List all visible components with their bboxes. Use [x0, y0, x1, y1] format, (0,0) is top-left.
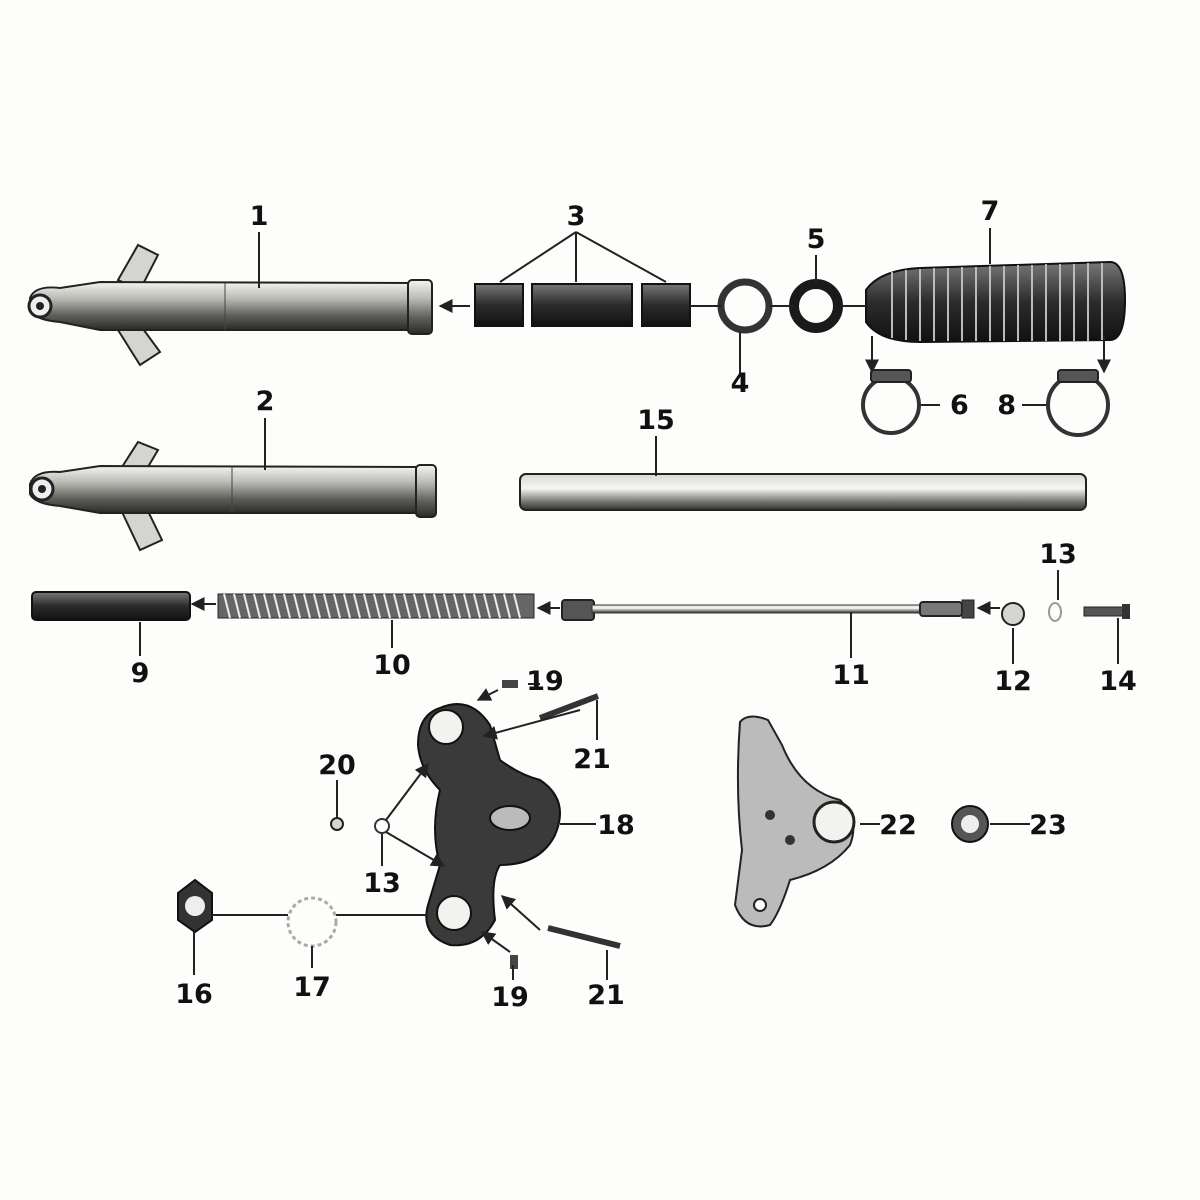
label-3: 3 [567, 201, 586, 232]
part-20-grease-nipple [330, 817, 344, 831]
part-4-washer [717, 278, 773, 334]
part-7-fork-gaiter [865, 260, 1127, 344]
part-2-lower-fork-leg [29, 440, 437, 552]
label-5: 5 [807, 224, 826, 255]
label-7: 7 [981, 196, 1000, 227]
part-14-bolt [1083, 604, 1130, 619]
label-18: 18 [597, 810, 635, 841]
part-9-damper-cylinder [31, 591, 191, 621]
label-19-top: 19 [526, 666, 564, 697]
label-13-yoke: 13 [363, 868, 401, 899]
label-4: 4 [731, 368, 750, 399]
label-9: 9 [131, 658, 150, 689]
leader-lines [139, 228, 1119, 980]
part-12-nut [1001, 602, 1025, 626]
label-15: 15 [637, 405, 675, 436]
label-12: 12 [994, 666, 1032, 697]
label-8: 8 [997, 390, 1016, 421]
part-22-fork-bracket [733, 715, 856, 928]
part-13-ball [374, 818, 390, 834]
label-1: 1 [250, 201, 269, 232]
label-21-bottom: 21 [587, 980, 625, 1011]
part-16-steering-nut [177, 878, 213, 934]
label-14: 14 [1099, 666, 1137, 697]
part-23-stem-nut [951, 805, 989, 843]
part-21-pinch-bolt-lower [547, 925, 621, 949]
part-6-clamp [861, 369, 921, 435]
label-22: 22 [879, 810, 917, 841]
part-13-small-washer [1048, 602, 1062, 622]
label-17: 17 [293, 972, 331, 1003]
part-19-screw-lower [510, 955, 518, 969]
part-11-damper-rod [561, 599, 975, 621]
part-15-fork-stanchion [519, 473, 1087, 511]
label-21-top: 21 [573, 744, 611, 775]
part-21-pinch-bolt-upper [538, 693, 600, 721]
part-8-clamp [1046, 369, 1110, 437]
label-16: 16 [175, 979, 213, 1010]
label-19-bottom: 19 [491, 982, 529, 1013]
label-13-top: 13 [1039, 539, 1077, 570]
label-2: 2 [256, 386, 275, 417]
callout-labels: 1 3 4 5 6 7 8 2 15 9 10 11 12 13 14 19 2… [131, 196, 1137, 1013]
part-3-bushings [474, 283, 691, 327]
part-10-fork-spring [217, 593, 535, 619]
part-19-screw-upper [502, 680, 518, 688]
part-17-ball-race [286, 896, 338, 948]
part-18-lower-yoke [416, 703, 561, 947]
label-6: 6 [950, 390, 969, 421]
part-5-oil-seal [789, 279, 843, 333]
label-10: 10 [373, 650, 411, 681]
label-11: 11 [832, 660, 870, 691]
label-23: 23 [1029, 810, 1067, 841]
part-1-lower-fork-leg [27, 243, 433, 367]
label-20: 20 [318, 750, 356, 781]
